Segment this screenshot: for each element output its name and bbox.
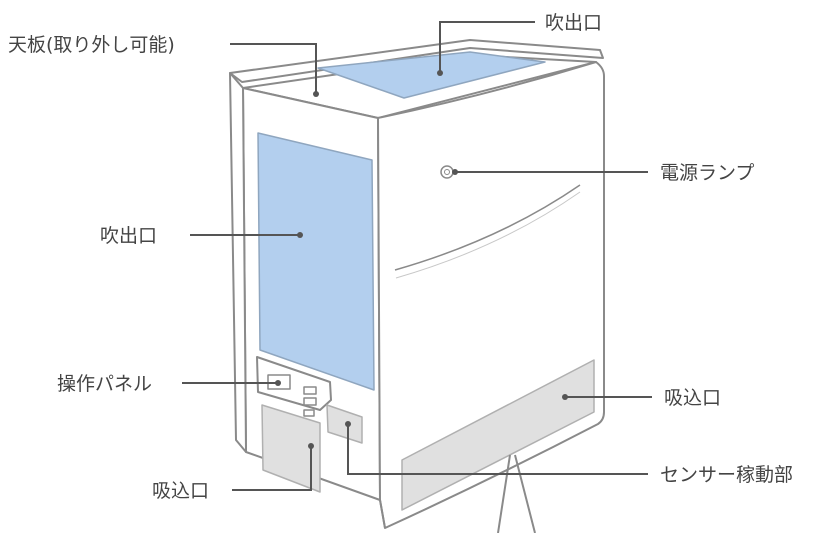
- leader-dot-top-panel: [313, 91, 319, 97]
- control-panel-area: [256, 356, 332, 411]
- leader-dot-sensor: [345, 421, 351, 427]
- leader-sensor: [347, 424, 648, 475]
- label-top-panel: 天板(取り外し可能): [8, 34, 175, 56]
- label-top-outlet: 吹出口: [545, 12, 602, 34]
- leader-top-panel: [230, 43, 317, 94]
- side-outlet-vent: [257, 132, 375, 391]
- leader-dot-side-intake: [308, 443, 314, 449]
- leader-side-intake: [232, 446, 312, 491]
- sensor-window: [326, 404, 363, 444]
- label-front-intake: 吸込口: [664, 387, 721, 409]
- label-side-outlet: 吹出口: [100, 225, 157, 247]
- labels: 天板(取り外し可能) 吹出口 電源ランプ 吹出口 操作パネル 吸込口 吸込口 セ…: [8, 12, 793, 502]
- front-groove-2: [395, 191, 581, 279]
- front-groove-1: [394, 184, 581, 271]
- leader-lines: [182, 21, 652, 491]
- control-panel-button-3: [303, 409, 315, 417]
- power-lamp-inner: [444, 169, 450, 175]
- leader-dot-side-outlet: [297, 232, 303, 238]
- leader-dot-power-lamp: [452, 169, 458, 175]
- power-cord: [497, 454, 536, 533]
- leader-dot-front-intake: [562, 394, 568, 400]
- base-edge: [379, 499, 386, 529]
- control-panel-button-2: [303, 397, 317, 406]
- top-frame: [229, 39, 604, 83]
- side-intake-vent: [261, 404, 321, 493]
- label-power-lamp: 電源ランプ: [660, 162, 754, 184]
- label-control-panel: 操作パネル: [57, 373, 152, 395]
- label-side-intake: 吸込口: [152, 480, 209, 502]
- front-intake-vent: [401, 359, 595, 511]
- air-purifier-body: [229, 39, 605, 533]
- leader-dot-control-panel: [275, 380, 281, 386]
- control-panel-button-1: [303, 386, 317, 395]
- label-sensor: センサー稼動部: [660, 464, 793, 486]
- left-rim: [229, 72, 247, 453]
- leader-dot-top-outlet: [437, 70, 443, 76]
- top-outlet-vent: [317, 51, 546, 99]
- leader-top-outlet: [439, 21, 535, 73]
